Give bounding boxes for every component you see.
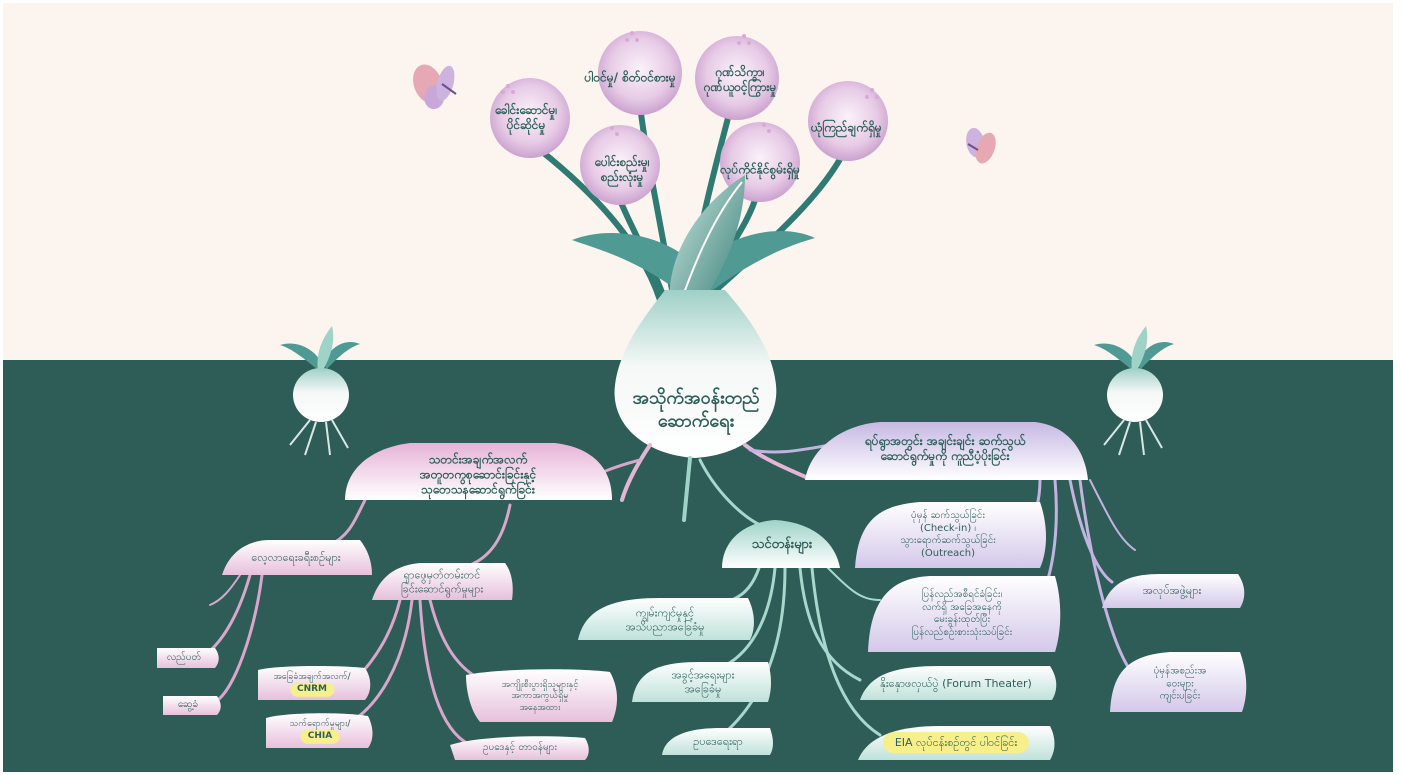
label-line: ပြန်လည်အစီရင်ခံခြင်း၊: [921, 589, 1003, 600]
flower-label-line: ပေါင်းစည်းမှု၊: [594, 155, 650, 169]
baseline-label: အခြေခံအချက်အလက်/ CNRM: [273, 671, 351, 697]
flower-label-dignity: ဂုဏ်သိက္ခာ၊ ဂုဏ်ယူဝင့်ကြွားမှု: [704, 65, 777, 95]
checkin-shape: [855, 502, 1046, 568]
rights-training-shape: [632, 662, 771, 702]
left-branch-shape: [345, 443, 612, 500]
label-line: (Check-in) ၊: [919, 522, 977, 534]
label-line: ပုံမှန် ဆက်သွယ်ခြင်း: [910, 510, 985, 521]
flower-icon: [598, 31, 682, 115]
feedback-label: ပြန်လည်အစီရင်ခံခြင်း၊ လက်ရှိ အခြေအနေကို …: [912, 589, 1013, 639]
rights-shape: [466, 669, 617, 722]
field-mapping-label: ရှာဖွေမှတ်တမ်းတင် ခြင်းဆောင်ရွက်မှုများ: [401, 568, 483, 596]
label-line: သက်ရောက်မှုများ/: [289, 718, 351, 729]
label-line: (Outreach): [921, 547, 975, 559]
center-title-line: အသိုက်အဝန်းတည်: [632, 387, 760, 409]
butterfly-icon: [413, 64, 457, 110]
butterfly-icon: [966, 127, 996, 164]
checkin-label: ပုံမှန် ဆက်သွယ်ခြင်း (Check-in) ၊ သွားရေ…: [900, 510, 996, 560]
flower-label-unity: ပေါင်းစည်းမှု၊ စည်းလုံးမှု: [594, 155, 649, 185]
baseline-shape: [258, 665, 371, 700]
label-line: အသိပညာအခြေခံမှု: [625, 620, 705, 633]
maps-shape: [163, 696, 221, 715]
law-duties-label: ဥပဒေနှင့် တာဝန်များ: [483, 741, 557, 753]
rights-label: အကျိုးစီးပွားရှိသူများနှင့် အကာအကွယ်ရှိမ…: [502, 680, 579, 714]
center-title: အသိုက်အဝန်းတည် ဆောက်ရေး: [633, 388, 760, 433]
flower-label-line: ခေါင်းဆောင်မှု၊: [494, 103, 558, 117]
label-line: ကျင်းပခြင်း: [1159, 690, 1201, 702]
flower-label-line: ဂုဏ်ယူဝင့်ကြွားမှု: [703, 80, 777, 94]
forum-shape: [860, 666, 1057, 700]
label-line: အနေအထား: [519, 702, 561, 713]
middle-branch-shape: [722, 520, 840, 568]
flower-label-line: ပါဝင်မှု/ စိတ်ဝင်စားမှု: [584, 70, 676, 85]
eia-label: EIA လုပ်ငန်းစဉ်တွင် ပါဝင်ခြင်း: [882, 732, 1030, 754]
flower-label-line: ယုံကြည်ချက်ရှိမှု: [810, 120, 882, 135]
left-plant-icon: [280, 326, 360, 456]
calendar-shape: [157, 648, 219, 668]
chia-badge: CHIA: [300, 730, 340, 744]
label-line: အကျိုးစီးပွားရှိသူများနှင့်: [501, 680, 579, 691]
flower-label-capacity: လုပ်ကိုင်နိုင်စွမ်းရှိမှု: [720, 163, 800, 178]
flower-label-line: စည်းလုံးမှု: [600, 170, 644, 184]
networks-label: အလုပ်အဖွဲ့များ: [1142, 584, 1202, 598]
flower-icon: [695, 36, 779, 120]
flower-icon: [490, 78, 570, 158]
field-mapping-shape: [372, 563, 513, 600]
flower-label-confidence: ယုံကြည်ချက်ရှိမှု: [810, 121, 881, 136]
law-shape: [450, 736, 589, 760]
label-line: သွားရောက်ဆက်သွယ်ခြင်း: [900, 535, 996, 546]
flower-label-leadership: ခေါင်းဆောင်မှု၊ ပိုင်ဆိုင်မှု: [495, 103, 558, 133]
right-plant-icon: [1094, 326, 1174, 456]
meetings-shape: [1110, 652, 1247, 712]
law-training-shape: [662, 728, 773, 755]
flower-icon: [580, 125, 660, 205]
right-branch-shape: [805, 422, 1088, 480]
law-training-label: ဥပဒေရေးရာ: [693, 735, 743, 749]
label-line: လက်ရှိ အခြေအနေကို: [922, 601, 1002, 613]
flower-label-participation: ပါဝင်မှု/ စိတ်ဝင်စားမှု: [584, 71, 675, 86]
forum-theater-label: နိုးနှောဖလှယ်ပွဲ (Forum Theater): [880, 677, 1032, 691]
label-line: ပြန်လည်စဉ်းစားသုံးသပ်ခြင်း: [911, 626, 1013, 638]
label-line: ကျွမ်းကျင်မှုနှင့်: [635, 606, 695, 620]
flower-label-line: ပိုင်ဆိုင်မှု: [506, 118, 546, 132]
branch-title-line: ရပ်ရွာအတွင်း အချင်းချင်း ဆက်သွယ်: [864, 434, 1026, 448]
label-line: အကာအကွယ်ရှိမှု: [511, 691, 569, 702]
center-bulb: [614, 290, 777, 458]
flower-icon: [808, 81, 888, 161]
branch-title-line: သတင်းအချက်အလက်: [428, 452, 528, 467]
feedback-shape: [868, 576, 1061, 652]
flower-label-line: လုပ်ကိုင်နိုင်စွမ်းရှိမှု: [720, 162, 800, 177]
left-branch-title: သတင်းအချက်အလက် အတူတကွစုဆောင်းခြင်းနှင့် …: [420, 453, 536, 498]
branch-title-line: ဆောင်ရွက်မှုကို ကူညီပံ့ပိုးခြင်း: [880, 449, 1010, 463]
branch-title-line: သုတေသနဆောင်ရွက်ခြင်း: [421, 482, 535, 497]
study-groups-label: လေ့လာရေးခရီးစဉ်များ: [251, 551, 341, 565]
label-line: အခြေခံမှု: [684, 682, 722, 695]
study-groups-shape: [222, 540, 372, 575]
flower-label-line: ဂုဏ်သိက္ခာ၊: [715, 65, 765, 79]
env-label: ကျွမ်းကျင်မှုနှင့် အသိပညာအခြေခံမှု: [626, 606, 705, 634]
meetings-label: ပုံမှန်အစည်းအ ဝေးများ ကျင်းပခြင်း: [1154, 665, 1207, 703]
branch-title-line: အတူတကွစုဆောင်းခြင်းနှင့်: [419, 467, 537, 482]
right-branch-title: ရပ်ရွာအတွင်း အချင်းချင်း ဆက်သွယ် ဆောင်ရွ…: [865, 434, 1026, 464]
label-line: မေးခွန်းထုတ်ပြီး: [933, 614, 991, 625]
label-line: ခြင်းဆောင်ရွက်မှုများ: [400, 582, 484, 595]
networks-shape: [1102, 574, 1245, 608]
calendar-label: လည်ပတ်: [166, 651, 202, 663]
center-title-line: ဆောက်ရေး: [657, 410, 735, 431]
eia-highlight: EIA လုပ်ငန်းစဉ်တွင် ပါဝင်ခြင်း: [882, 732, 1030, 754]
impact-label: သက်ရောက်မှုများ/ CHIA: [289, 718, 351, 744]
cnrm-badge: CNRM: [289, 683, 335, 697]
label-line: ဝေးများ: [1166, 677, 1194, 689]
maps-label: ဆွေ့ခံ: [177, 698, 199, 710]
label-line: အခြေခံအချက်အလက်/: [273, 671, 351, 682]
middle-branch-title: သင်တန်းများ: [751, 536, 813, 552]
label-line: ပုံမှန်အစည်းအ: [1153, 665, 1207, 677]
label-line: ရှာဖွေမှတ်တမ်းတင်: [403, 568, 481, 582]
rights-training-label: အခွင့်အရေးများ အခြေခံမှု: [672, 668, 735, 696]
label-line: အခွင့်အရေးများ: [671, 668, 735, 682]
env-shape: [578, 598, 754, 640]
flower-icons: [490, 31, 888, 205]
